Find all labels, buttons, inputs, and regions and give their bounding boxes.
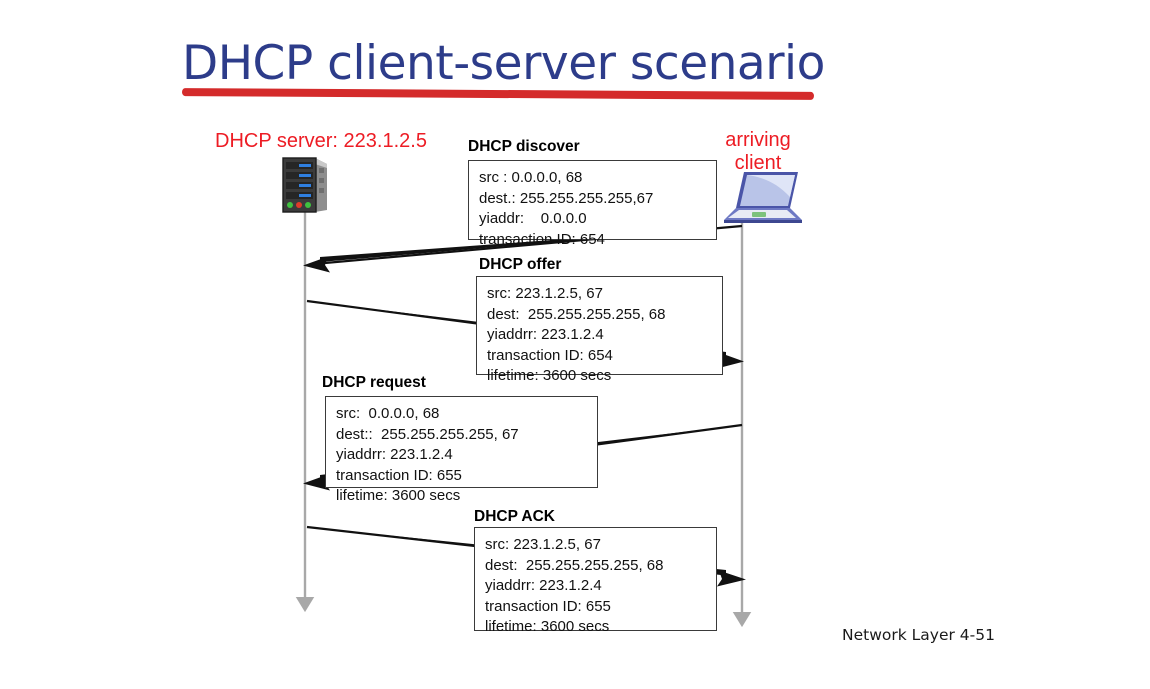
- slide-footer: Network Layer 4-51: [842, 626, 995, 644]
- message-box-dhcp-offer: src: 223.1.2.5, 67 dest: 255.255.255.255…: [476, 276, 723, 384]
- message-line: dest: 255.255.255.255, 68: [487, 305, 666, 323]
- message-line: dest:: 255.255.255.255, 67: [336, 425, 519, 443]
- client-label-line2: client: [734, 152, 782, 174]
- message-box-dhcp-ack: src: 223.1.2.5, 67 dest: 255.255.255.255…: [474, 527, 717, 635]
- message-line: yiaddrr: 223.1.2.4: [485, 577, 602, 594]
- message-line: yiaddr: 0.0.0.0: [479, 210, 587, 227]
- message-line: lifetime: 3600 secs: [485, 618, 610, 635]
- server-label: DHCP server: 223.1.2.5: [215, 130, 427, 152]
- message-line: transaction ID: 655: [485, 597, 611, 615]
- message-title-dhcp-ack: DHCP ACK: [474, 508, 555, 525]
- message-line: transaction ID: 655: [336, 466, 462, 484]
- message-box-dhcp-discover: src : 0.0.0.0, 68 dest.: 255.255.255.255…: [468, 160, 717, 248]
- message-line: transaction ID: 654: [487, 346, 613, 364]
- page-title: DHCP client-server scenario: [182, 36, 825, 91]
- message-line: dest.: 255.255.255.255,67: [479, 189, 654, 207]
- server-tower-icon: [282, 157, 327, 213]
- message-title-dhcp-offer: DHCP offer: [479, 256, 562, 273]
- message-title-dhcp-discover: DHCP discover: [468, 138, 580, 155]
- message-line: lifetime: 3600 secs: [336, 487, 461, 504]
- message-line: transaction ID: 654: [479, 230, 605, 248]
- message-line: lifetime: 3600 secs: [487, 367, 612, 384]
- client-label-line1: arriving: [725, 129, 791, 151]
- message-title-dhcp-request: DHCP request: [322, 374, 426, 391]
- message-line: src: 223.1.2.5, 67: [487, 285, 603, 302]
- message-line: dest: 255.255.255.255, 68: [485, 556, 664, 574]
- message-line: yiaddrr: 223.1.2.4: [487, 326, 604, 343]
- message-line: yiaddrr: 223.1.2.4: [336, 446, 453, 463]
- message-line: src : 0.0.0.0, 68: [479, 169, 583, 186]
- laptop-icon: [724, 172, 802, 223]
- message-line: src: 223.1.2.5, 67: [485, 536, 601, 553]
- message-line: src: 0.0.0.0, 68: [336, 405, 440, 422]
- message-box-dhcp-request: src: 0.0.0.0, 68 dest:: 255.255.255.255,…: [325, 396, 598, 504]
